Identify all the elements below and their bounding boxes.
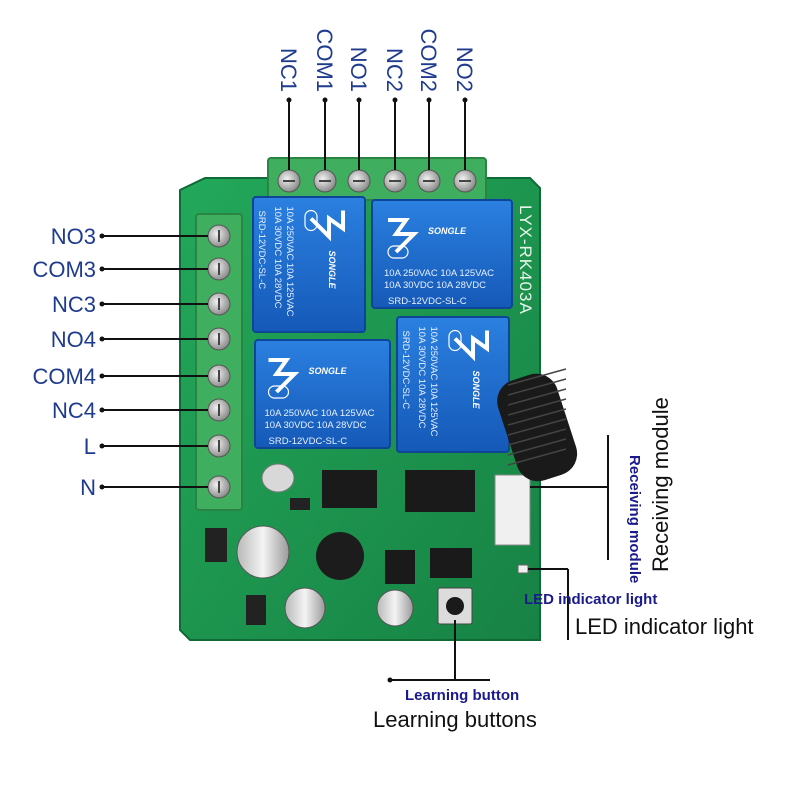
board-silk-label: LYX-RK403A [516,205,535,315]
leader-dot [99,373,105,379]
left-terminal-label: L [84,434,96,459]
relay-brand: SONGLE [428,226,467,236]
led-label-large: LED indicator light [575,614,754,639]
learning-label-small: Learning button [405,687,519,704]
relay-rating-line: 10A 30VDC 10A 28VDC [384,280,486,291]
leader-dot [99,407,105,413]
relay-rating-line: 10A 250VAC 10A 125VAC [265,408,375,419]
receiving-module-label-small: Receiving module [626,455,643,583]
left-terminal-label: NO4 [51,327,96,352]
relay-model: SRD-12VDC-SL-C [400,331,411,410]
inductor [316,532,364,580]
ic-chip [430,548,472,578]
leader-dot [99,443,105,449]
left-terminal-screws [207,224,231,499]
relay-model: SRD-12VDC-SL-C [388,296,467,307]
relay-brand: SONGLE [309,366,348,376]
leader-dot [387,677,393,683]
leader-dot [99,301,105,307]
top-terminal-label: NC1 [276,48,301,92]
learning-label-large: Learning buttons [373,707,537,732]
relay-rating-line: 10A 250VAC 10A 125VAC [428,327,439,437]
callout-lines [99,97,609,683]
top-terminal-label: COM2 [416,28,441,92]
antenna-coil-windings [507,368,567,466]
relay-rating-line: 10A 250VAC 10A 125VAC [384,268,494,279]
leader-dot [392,97,398,103]
ic-chip [322,470,377,508]
leader-dot [356,97,362,103]
relay-brand: SONGLE [327,251,337,290]
ic-chip [405,470,475,512]
leader-dot [99,484,105,490]
top-terminal-label: COM1 [312,28,337,92]
capacitor [284,587,326,629]
top-terminal-block [267,157,487,201]
top-terminal-labels: NC1 COM1 NO1 NC2 COM2 NO2 [276,28,477,92]
capacitor [236,525,290,579]
relay-rating-line: 10A 30VDC 10A 28VDC [416,327,427,429]
relay-rating-line: 10A 30VDC 10A 28VDC [272,207,283,309]
top-terminal-label: NC2 [382,48,407,92]
relay-model: SRD-12VDC-SL-C [269,436,348,447]
relay-model: SRD-12VDC-SL-C [256,211,267,290]
left-terminal-label: NO3 [51,224,96,249]
led-label-small: LED indicator light [524,591,657,608]
capacitor [376,589,414,627]
learning-button-cap [446,597,464,615]
relay-rating-line: 10A 250VAC 10A 125VAC [284,207,295,317]
left-terminal-label: NC4 [52,398,96,423]
leader-dot [322,97,328,103]
led-indicator [517,564,529,574]
ic-chip [385,550,415,584]
receiving-module [494,474,531,546]
diode [205,528,227,562]
left-terminal-label: COM4 [32,364,96,389]
left-terminal-label: NC3 [52,292,96,317]
leader-dot [99,336,105,342]
left-terminal-label: COM3 [32,257,96,282]
diode [246,595,266,625]
top-terminal-label: NO1 [346,47,371,92]
leader-dot [462,97,468,103]
leader-dot [99,266,105,272]
left-terminal-block [195,213,243,511]
fuse [261,463,295,493]
leader-dot [99,233,105,239]
leader-dot [426,97,432,103]
left-terminal-label: N [80,475,96,500]
top-terminal-label: NO2 [452,47,477,92]
receiving-module-label-large: Receiving module [648,397,673,572]
leader-dot [286,97,292,103]
relay-brand: SONGLE [471,371,481,410]
relay-rating-line: 10A 30VDC 10A 28VDC [265,420,367,431]
resistor [290,498,310,510]
